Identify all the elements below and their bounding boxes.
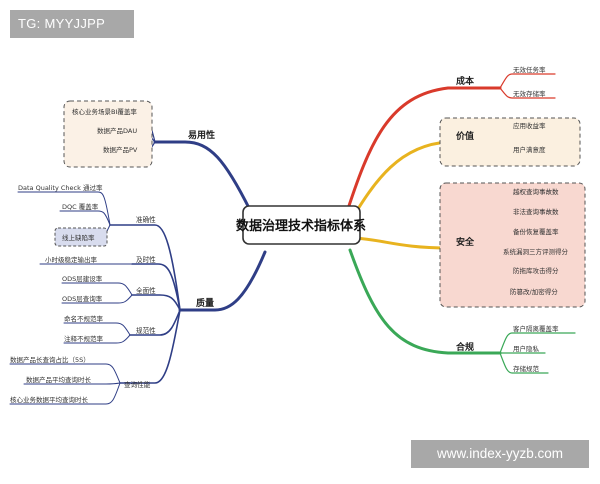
normativity-item: 注释不规范率	[64, 334, 104, 343]
defect-rate-box	[54, 227, 108, 247]
security-item: 系统漏洞三方评测得分	[503, 247, 569, 256]
connector-quality-perf	[119, 309, 181, 384]
branch-compliance: 合规	[456, 341, 474, 353]
connector-quality	[178, 250, 267, 312]
connector-acc-1	[17, 191, 111, 226]
connector-usability	[153, 140, 252, 212]
cost-item: 无效存储率	[513, 89, 546, 98]
connector-perf-1	[9, 363, 121, 384]
connector-compliance-1	[499, 332, 576, 354]
connector-perf-3	[9, 382, 121, 405]
quality-sub-performance: 查询性能	[124, 380, 151, 389]
compliance-item: 客户隔离覆盖率	[513, 324, 559, 333]
branch-security: 安全	[456, 236, 475, 248]
usability-group-box	[63, 100, 153, 168]
usability-item: 数据产品DAU	[97, 126, 137, 135]
connector-cost-1	[499, 73, 556, 89]
accuracy-item: 线上缺陷率	[62, 233, 95, 242]
compliance-item: 存储规范	[513, 364, 540, 373]
connector-cost-2	[499, 87, 556, 99]
security-item: 备份恢复覆盖率	[513, 227, 559, 236]
security-group-box	[439, 182, 586, 308]
connector-nor-2	[63, 334, 131, 344]
normativity-item: 命名不规范率	[64, 314, 104, 323]
accuracy-item: Data Quality Check 通过率	[18, 183, 103, 192]
completeness-item: ODS层建设率	[62, 274, 103, 283]
branch-quality: 质量	[196, 297, 214, 309]
quality-sub-timeliness: 及时性	[136, 255, 156, 264]
accuracy-item: DQC 覆盖率	[62, 202, 99, 211]
watermark-bottom: www.index-yyzb.com	[411, 440, 589, 468]
performance-item: 数据产品长查询占比（5S）	[10, 355, 90, 364]
branch-usability: 易用性	[188, 129, 215, 141]
connector-nor-1	[63, 322, 131, 336]
quality-sub-accuracy: 准确性	[136, 215, 156, 224]
value-item: 用户满意度	[513, 145, 546, 154]
connector-com-2	[61, 294, 133, 304]
compliance-item: 用户隐私	[513, 344, 540, 353]
branch-cost: 成本	[456, 75, 475, 87]
security-item: 防拖库攻击得分	[513, 266, 559, 275]
quality-sub-normativity: 规范性	[136, 326, 156, 335]
connector-com-1	[61, 282, 133, 296]
value-item: 应用收益率	[513, 121, 546, 130]
connector-quality-com	[131, 294, 181, 311]
value-group-box	[439, 117, 581, 167]
connector-perf-2	[23, 382, 121, 385]
cost-item: 无效任务率	[513, 65, 546, 74]
timeliness-item: 小时级稳定输出率	[45, 255, 98, 264]
root-node: 数据治理技术指标体系	[236, 218, 366, 234]
quality-sub-completeness: 全面性	[136, 286, 156, 295]
security-item: 非法查询事故数	[513, 207, 559, 216]
branch-value: 价值	[456, 130, 474, 142]
security-item: 防篡改/加密得分	[510, 287, 558, 296]
watermark-top: TG: MYYJJPP	[10, 10, 134, 38]
usability-item: 核心业务场景BI覆盖率	[72, 107, 137, 116]
completeness-item: ODS层查询率	[62, 294, 103, 303]
performance-item: 核心业务数据平均查询时长	[10, 395, 89, 404]
performance-item: 数据产品平均查询时长	[26, 375, 92, 384]
connector-compliance	[348, 248, 502, 355]
root-node-box	[242, 205, 361, 245]
connector-quality-tim	[131, 263, 181, 311]
usability-item: 数据产品PV	[103, 145, 138, 154]
connector-acc-2	[59, 210, 111, 226]
connector-quality-acc	[109, 224, 181, 311]
security-item: 越权查询事故数	[513, 187, 559, 196]
connector-compliance-3	[499, 352, 549, 374]
connector-quality-nor	[129, 309, 181, 336]
connector-cost	[343, 86, 502, 220]
